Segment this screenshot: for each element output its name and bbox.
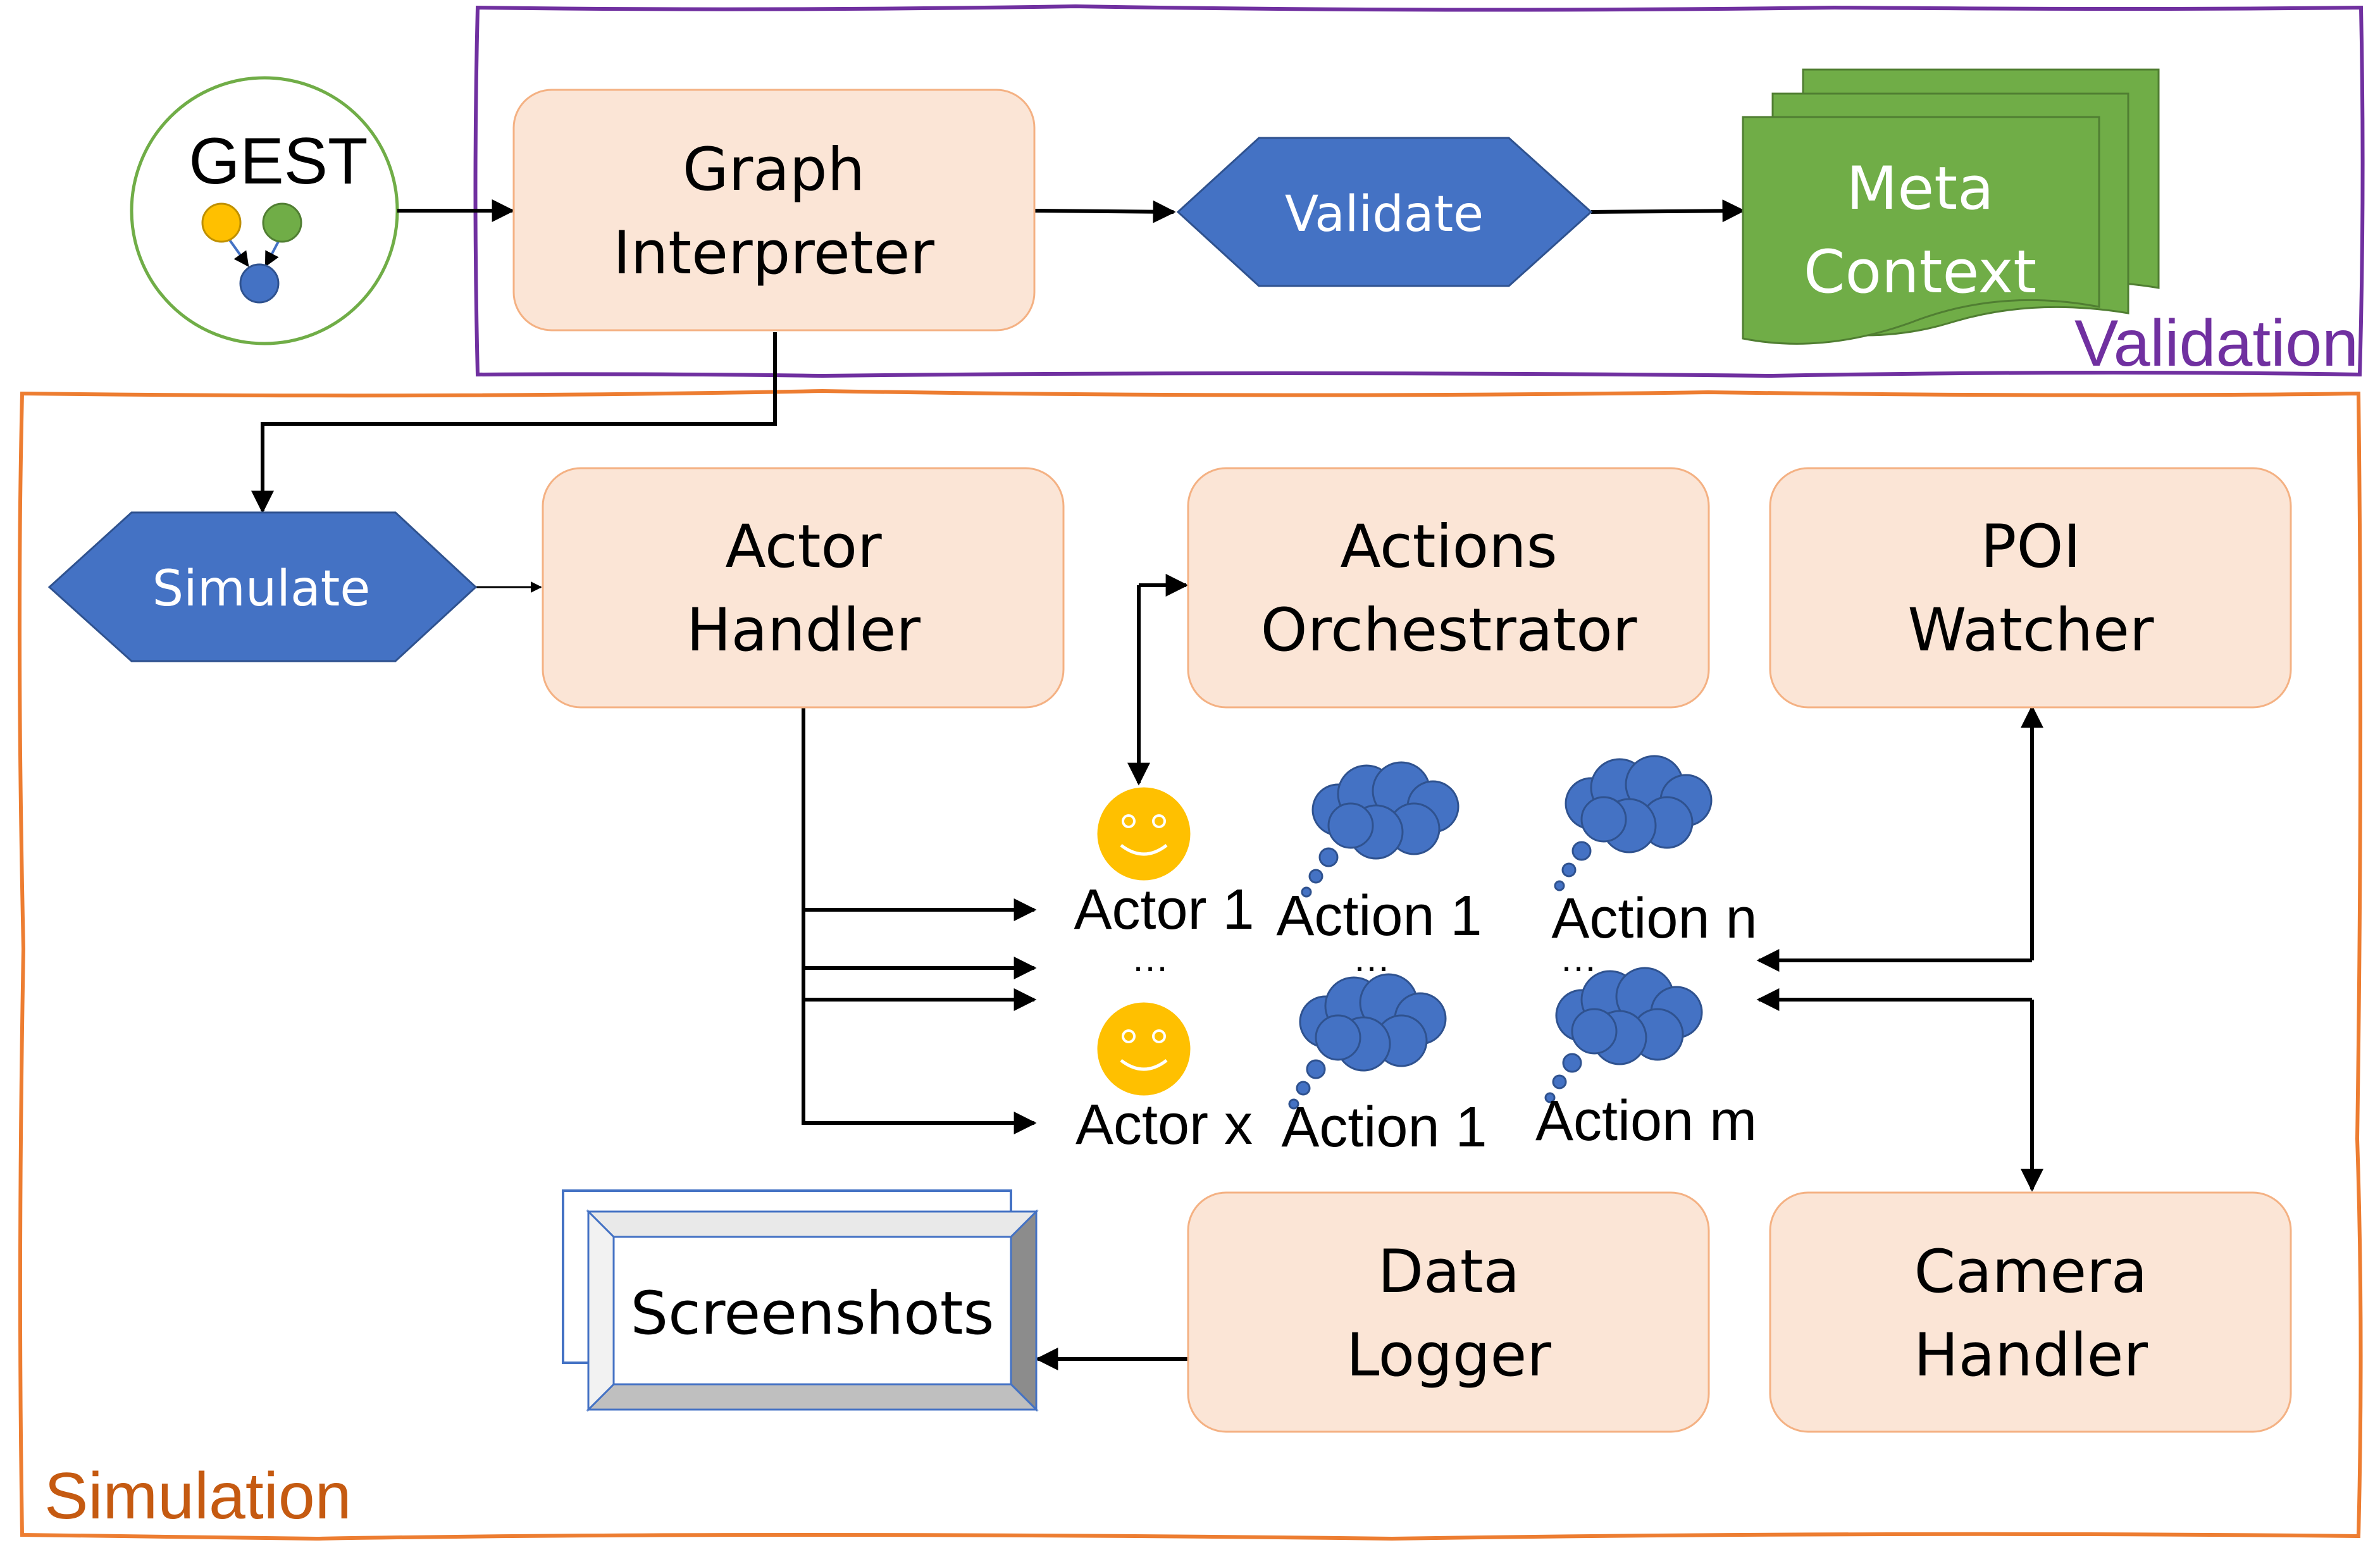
actions-orchestrator-label-line2: Orchestrator: [1261, 596, 1637, 665]
graph-interpreter-label-line2: Interpreter: [613, 219, 934, 288]
action-1-bottom-label: Action 1: [1281, 1096, 1487, 1159]
actions-orchestrator-box: Actions Orchestrator: [1187, 467, 1710, 709]
actor-handler-box: Actor Handler: [542, 467, 1065, 709]
simulate-hexagon: Simulate: [47, 511, 478, 662]
camera-handler-label-line2: Handler: [1914, 1321, 2148, 1390]
actor-1-label: Actor 1: [1074, 878, 1254, 941]
smiley-icon: [1097, 1002, 1191, 1096]
thought-cloud-icon: [1554, 755, 1713, 891]
data-logger-label-line1: Data: [1378, 1238, 1520, 1306]
action-1-top-label: Action 1: [1276, 884, 1482, 948]
actor-ellipsis: …: [1131, 937, 1169, 979]
poi-watcher-box: POI Watcher: [1769, 467, 2292, 709]
simulation-label: Simulation: [44, 1460, 352, 1533]
actions-group: Action 1 … Action n … Action 1 Action m: [1276, 755, 1757, 1159]
camera-handler-box: Camera Handler: [1769, 1191, 2292, 1433]
actor-x-label: Actor x: [1075, 1093, 1253, 1157]
arrow-interpreter-to-validate: [1034, 200, 1176, 223]
simulation-region: Simulation: [17, 388, 2363, 1541]
action-n-ellipsis: …: [1559, 937, 1597, 979]
connectors: [251, 199, 2043, 1370]
data-logger-label-line2: Logger: [1346, 1321, 1551, 1390]
action-1-top-ellipsis: …: [1353, 937, 1391, 979]
poi-watcher-label-line2: Watcher: [1907, 596, 2154, 665]
thought-cloud-icon: [1301, 761, 1460, 898]
actor-handler-label-line2: Handler: [686, 596, 920, 665]
validation-region: Validation: [473, 4, 2365, 380]
thought-cloud-icon: [1288, 973, 1447, 1110]
validate-label: Validate: [1285, 186, 1484, 243]
meta-context-label-line2: Context: [1804, 238, 2036, 307]
actors-group: Actor 1 … Actor x: [1074, 787, 1255, 1157]
smiley-icon: [1097, 787, 1191, 881]
action-n-label: Action n: [1551, 887, 1757, 950]
gest-node: GEST: [130, 76, 399, 345]
screenshots-stack: Screenshots: [562, 1189, 1039, 1412]
thought-cloud-icon: [1544, 967, 1703, 1103]
action-m-label: Action m: [1535, 1089, 1757, 1153]
actions-orchestrator-label-line1: Actions: [1340, 512, 1557, 581]
arrow-interpreter-to-simulate: [251, 332, 777, 514]
graph-interpreter-box: Graph Interpreter: [512, 89, 1036, 332]
poi-watcher-label-line1: POI: [1981, 512, 2081, 581]
simulation-border: [17, 388, 2363, 1541]
arrow-validate-to-meta: [1590, 199, 1745, 223]
arrow-actor-handler-to-actors: [802, 707, 1037, 1134]
graph-icon: [201, 202, 302, 304]
camera-handler-label-line1: Camera: [1914, 1238, 2148, 1306]
meta-context-document: Meta Context: [1742, 68, 2160, 345]
meta-context-label-line1: Meta: [1846, 154, 1993, 223]
screenshot-frame-front: Screenshots: [586, 1209, 1039, 1412]
simulate-label: Simulate: [152, 561, 371, 617]
actor-handler-label-line1: Actor: [725, 512, 882, 581]
gest-label: GEST: [189, 125, 368, 198]
screenshots-label: Screenshots: [630, 1279, 994, 1348]
validation-label: Validation: [2074, 307, 2358, 380]
validation-border: [473, 4, 2365, 378]
data-logger-box: Data Logger: [1187, 1191, 1710, 1433]
validate-hexagon: Validate: [1176, 137, 1593, 287]
gest-circle: [130, 76, 399, 345]
graph-interpreter-label-line1: Graph: [683, 135, 865, 204]
